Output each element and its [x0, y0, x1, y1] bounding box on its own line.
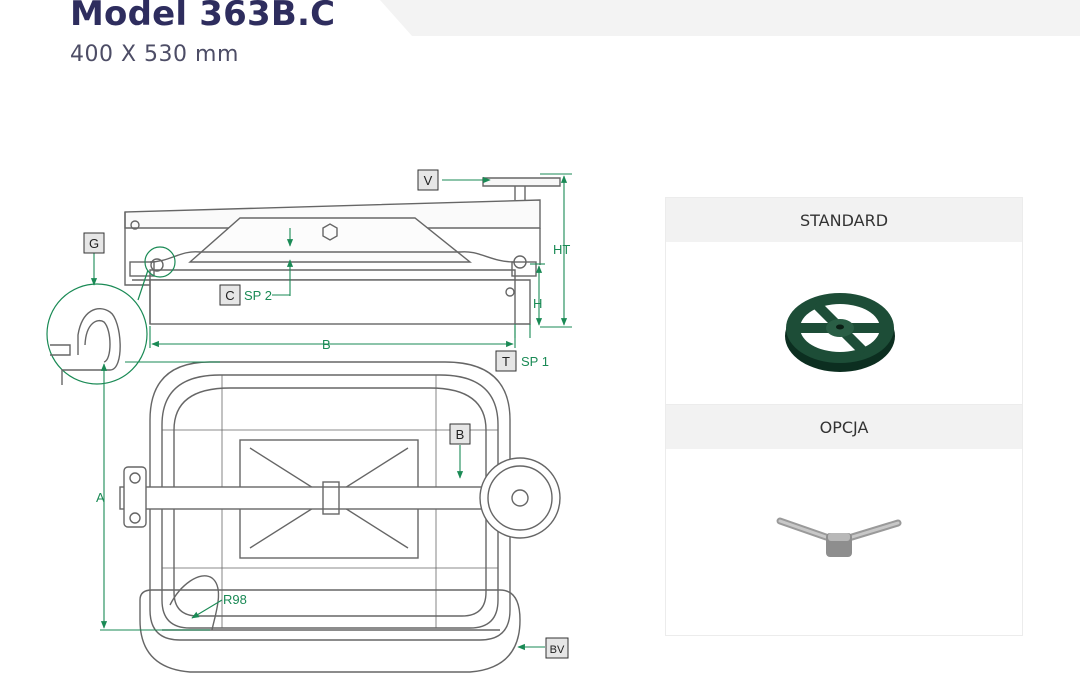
page-subtitle: 400 X 530 mm	[70, 42, 239, 67]
label-a: A	[96, 490, 105, 505]
wing-nut-icon	[776, 517, 902, 557]
label-sp2: SP 2	[244, 288, 272, 303]
label-b-dimension: B	[322, 337, 331, 352]
label-v: V	[424, 173, 433, 188]
technical-drawing: V HT G C SP 2 H B T SP 1 B A R98 BV	[46, 169, 572, 673]
label-h: H	[533, 296, 542, 311]
option-panel-body	[666, 449, 1022, 635]
standard-panel: STANDARD	[665, 197, 1023, 405]
option-panel-label: OPCJA	[666, 405, 1022, 449]
handwheel-icon	[785, 293, 895, 372]
label-c: C	[225, 288, 234, 303]
label-sp1: SP 1	[521, 354, 549, 369]
option-panel: OPCJA	[665, 404, 1023, 636]
label-ht: HT	[553, 242, 570, 257]
detail-callout	[46, 246, 176, 385]
label-b-box: B	[456, 427, 465, 442]
side-view	[124, 177, 561, 325]
label-r98: R98	[223, 592, 247, 607]
label-t: T	[502, 354, 510, 369]
page-title: Model 363B.C	[70, 0, 336, 34]
standard-panel-label: STANDARD	[666, 198, 1022, 242]
dimension-lines	[90, 173, 572, 651]
standard-panel-body	[666, 242, 1022, 404]
header-band	[380, 0, 1080, 36]
label-bv: BV	[550, 644, 565, 656]
front-view	[119, 361, 561, 673]
label-boxes: V HT G C SP 2 H B T SP 1 B A R98 BV	[83, 169, 570, 659]
label-g: G	[89, 236, 99, 251]
